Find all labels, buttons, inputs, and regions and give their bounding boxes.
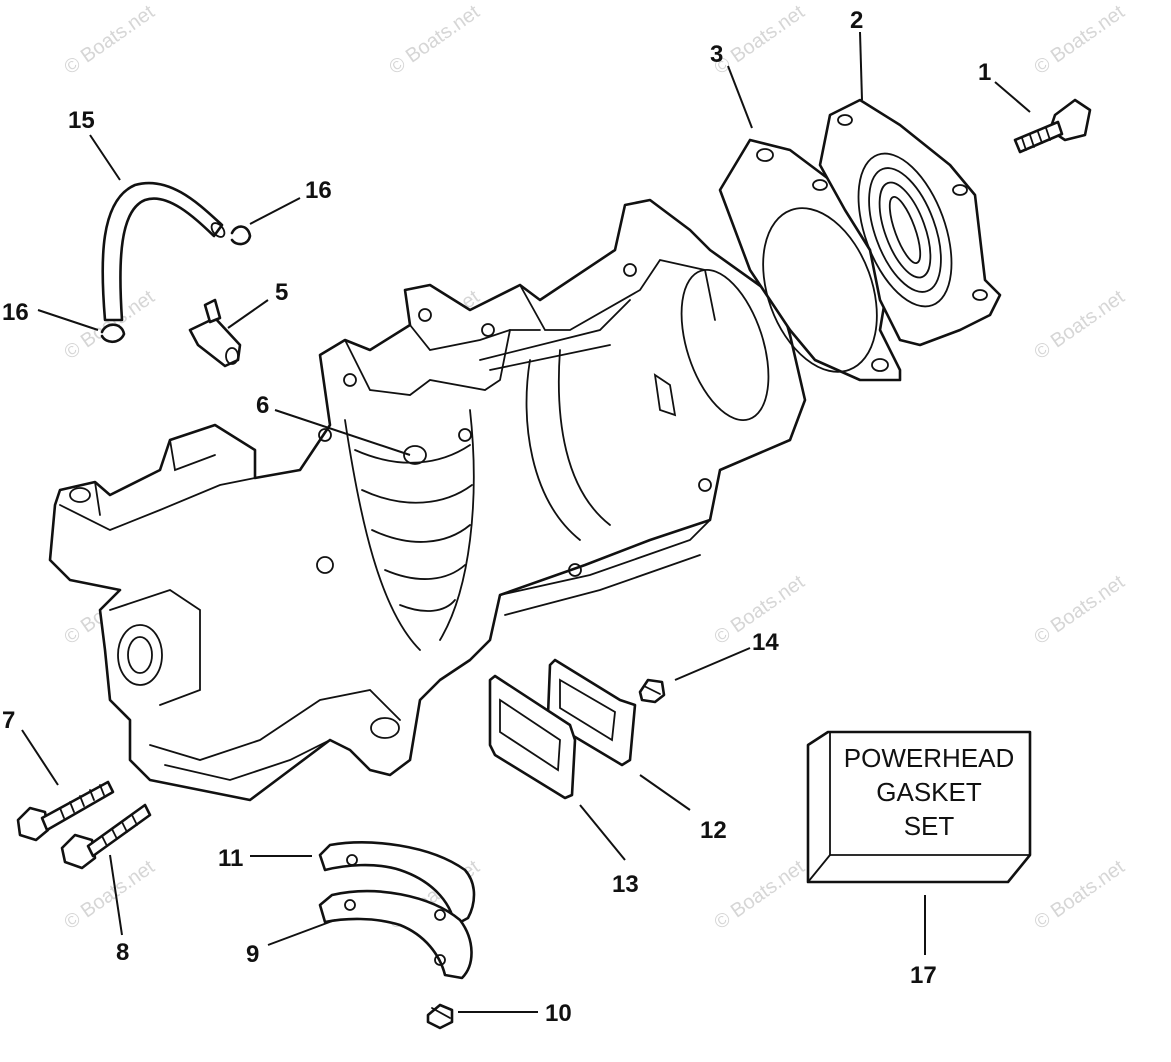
crankcase-block: [48, 198, 807, 802]
watermark-12: © Boats.net: [60, 856, 159, 934]
part-2-cylinder-head: [818, 98, 1002, 347]
callout-9: 9: [246, 941, 259, 968]
leader-16a: [249, 197, 301, 225]
watermark-3: © Boats.net: [710, 1, 809, 79]
callout-11: 11: [218, 845, 243, 872]
part-16-clamp-upper: [230, 225, 252, 246]
watermark-2: © Boats.net: [385, 1, 484, 79]
leader-15: [89, 134, 121, 181]
kit-box-line-3: SET: [904, 811, 955, 841]
watermark-4: © Boats.net: [1030, 1, 1129, 79]
part-8-bolt: [60, 803, 152, 870]
callout-16-lower: 16: [2, 299, 29, 326]
leader-12: [639, 774, 691, 811]
callout-15: 15: [68, 107, 95, 134]
callout-numbers: 1 2 3 5 6 7 8 9 10 11 12 13 14 15 16 16 …: [2, 7, 991, 1027]
part-9-plate: [318, 889, 473, 980]
leader-8: [109, 854, 123, 936]
part-11-plate: [318, 841, 476, 927]
part-15-hose: [101, 181, 226, 322]
callout-5: 5: [275, 279, 288, 306]
callout-1: 1: [978, 59, 991, 86]
leader-9: [267, 919, 336, 946]
part-17-powerhead-gasket-set-box: POWERHEAD GASKET SET: [806, 730, 1032, 884]
callout-16-upper: 16: [305, 177, 332, 204]
leader-13: [579, 804, 626, 861]
kit-box-line-2: GASKET: [876, 777, 982, 807]
kit-box-line-1: POWERHEAD: [844, 743, 1014, 773]
part-16-clamp-lower: [100, 323, 126, 344]
leader-7: [21, 729, 59, 786]
part-7-bolt: [16, 780, 115, 842]
watermark-1: © Boats.net: [60, 1, 159, 79]
part-5-fitting: [188, 298, 242, 368]
callout-12: 12: [700, 817, 727, 844]
watermark-14: © Boats.net: [710, 856, 809, 934]
watermark-15: © Boats.net: [1030, 856, 1129, 934]
callout-14: 14: [752, 629, 779, 656]
leader-16b: [37, 309, 99, 331]
part-10-screw: [426, 1003, 454, 1030]
leader-6: [274, 409, 411, 456]
part-13-reed-plate: [488, 674, 577, 800]
watermark-8: © Boats.net: [1030, 286, 1129, 364]
callout-8: 8: [116, 939, 129, 966]
callout-3: 3: [710, 41, 723, 68]
leader-lines: [21, 31, 1031, 1013]
callout-13: 13: [612, 871, 639, 898]
leader-2: [859, 31, 863, 101]
callout-17: 17: [910, 962, 937, 989]
leader-5: [227, 299, 269, 329]
leader-1: [994, 81, 1031, 113]
leader-14: [674, 647, 751, 681]
callout-10: 10: [545, 1000, 572, 1027]
callout-7: 7: [2, 707, 15, 734]
part-14-screw: [638, 678, 666, 704]
callout-6: 6: [256, 392, 269, 419]
callout-2: 2: [850, 7, 863, 34]
part-1-head-bolt: [1013, 98, 1092, 154]
leader-3: [727, 65, 753, 129]
watermark-11: © Boats.net: [1030, 571, 1129, 649]
